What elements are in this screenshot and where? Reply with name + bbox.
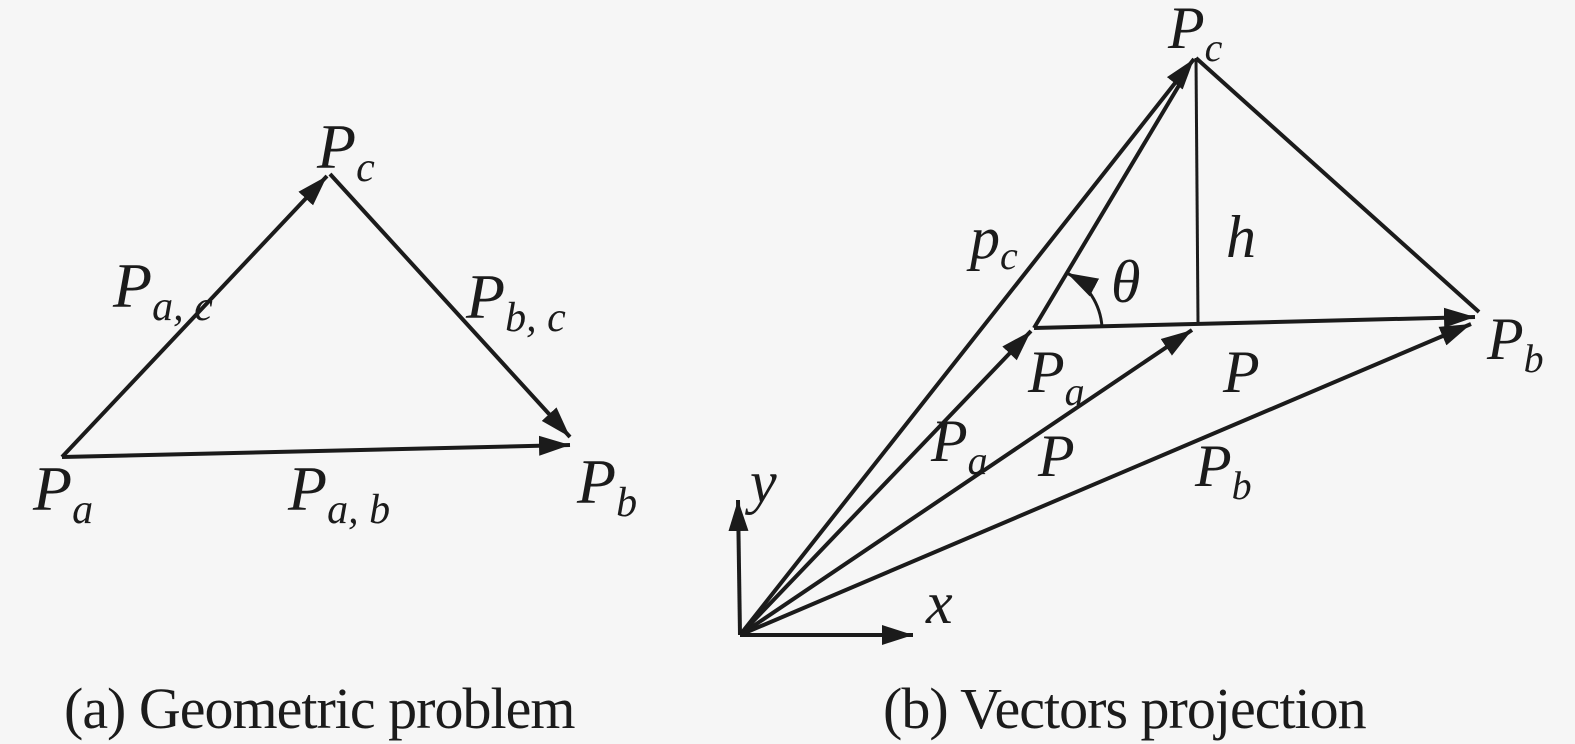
label-main: y xyxy=(744,449,777,515)
label-vector-p: P xyxy=(1037,423,1075,489)
label-subscript: a xyxy=(1065,369,1085,414)
label-main: P xyxy=(1194,433,1232,499)
label-subscript: b xyxy=(1232,463,1252,508)
label-subscript: a, b xyxy=(327,487,390,533)
label-height: h xyxy=(1226,204,1256,270)
label-main: P xyxy=(1167,0,1205,61)
label-point-pa: Pa xyxy=(1027,339,1085,414)
label-main: P xyxy=(1027,339,1065,405)
label-vector-pc: pc xyxy=(966,205,1018,278)
edge-pa-pc-arrow xyxy=(60,174,329,459)
edge-pc-pb-arrow xyxy=(328,172,572,439)
label-main: P xyxy=(930,408,968,474)
label-axis-y: y xyxy=(744,449,777,515)
vector-origin-to-pa-arrow xyxy=(738,329,1033,637)
label-point-pb: Pb xyxy=(1486,306,1544,381)
label-vector-pa: Pa xyxy=(930,408,988,483)
label-subscript: c xyxy=(1000,233,1018,278)
label-subscript: b, c xyxy=(505,295,566,341)
label-axis-x: x xyxy=(925,570,953,636)
label-main: P xyxy=(465,261,505,332)
y-axis-arrow xyxy=(728,499,749,636)
height-line xyxy=(1194,57,1200,323)
label-subscript: a, c xyxy=(152,284,213,330)
label-vector-pb: Pb xyxy=(1194,433,1252,508)
panel-a-geometric-problem: Pc Pa, c Pb, c Pa Pa, b Pb (a) Geometric… xyxy=(32,111,637,741)
label-main: P xyxy=(32,453,72,524)
label-vertex-pa: Pa xyxy=(32,453,93,533)
vector-origin-to-pb-arrow xyxy=(739,322,1472,637)
label-subscript: a xyxy=(968,438,988,483)
label-main: P xyxy=(1037,423,1075,489)
label-main: θ xyxy=(1111,249,1140,315)
label-edge-pab: Pa, b xyxy=(287,453,390,533)
label-vertex-pc: Pc xyxy=(316,111,375,191)
label-main: P xyxy=(112,250,152,321)
label-vertex-pb: Pb xyxy=(576,446,637,526)
label-edge-pac: Pa, c xyxy=(112,250,213,330)
label-main: P xyxy=(1486,306,1524,372)
label-subscript: b xyxy=(1524,336,1544,381)
label-subscript: a xyxy=(72,487,93,533)
label-main: P xyxy=(316,111,356,182)
label-edge-pbc: Pb, c xyxy=(465,261,566,341)
label-main: x xyxy=(925,570,953,636)
caption-panel-b: (b) Vectors projection xyxy=(883,676,1367,741)
vector-origin-to-pc-arrow xyxy=(738,57,1196,637)
label-main: P xyxy=(287,453,327,524)
label-theta: θ xyxy=(1111,249,1140,315)
edge-pa-pb-arrow xyxy=(61,435,571,459)
label-subscript: c xyxy=(1205,25,1223,70)
theta-angle-arc-arrow xyxy=(1066,271,1104,328)
segment-pc-pb-line xyxy=(1194,56,1481,314)
caption-panel-a: (a) Geometric problem xyxy=(64,676,575,741)
label-main: h xyxy=(1226,204,1256,270)
label-subscript: b xyxy=(616,480,637,526)
label-main: P xyxy=(1222,339,1260,405)
label-point-p: P xyxy=(1222,339,1260,405)
label-main: p xyxy=(966,205,1000,271)
projection-axis-pa-pb-arrow xyxy=(1033,307,1476,330)
label-subscript: c xyxy=(356,145,375,191)
vector-origin-to-p-arrow xyxy=(738,328,1194,637)
label-point-pc: Pc xyxy=(1167,0,1223,70)
label-main: P xyxy=(576,446,616,517)
panel-b-vectors-projection: Pc pc θ h Pa P Pb Pa P Pb y x (b) Vector… xyxy=(728,0,1544,741)
segment-pa-pc-line xyxy=(1032,70,1189,330)
